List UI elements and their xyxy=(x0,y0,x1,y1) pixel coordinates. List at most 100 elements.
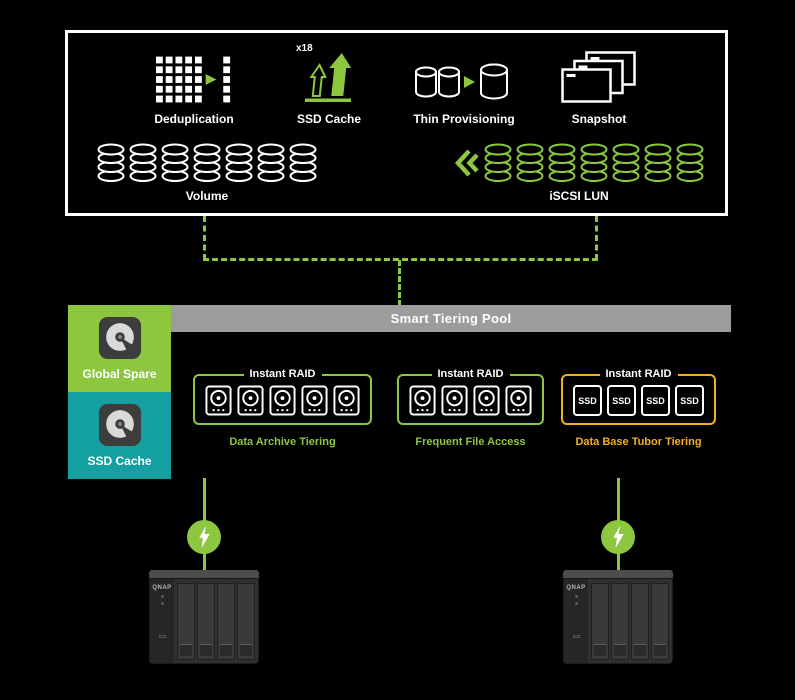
disk-stack-icon xyxy=(289,143,317,182)
status-led xyxy=(574,602,578,605)
hdd-drive-icon xyxy=(505,385,532,416)
usb-port xyxy=(158,635,166,638)
nas-top-face xyxy=(149,570,259,579)
iscsi-lun-group: iSCSI LUN xyxy=(453,143,705,203)
nas-device-right: QNAP xyxy=(563,570,673,664)
ssd-cache-label: SSD Cache xyxy=(296,112,362,126)
volume-label: Volume xyxy=(185,189,229,203)
hdd-drive-icon xyxy=(441,385,468,416)
drive-row xyxy=(409,385,532,416)
smart-tiering-pool: Global Spare SSD Cache Smart Tiering Poo… xyxy=(68,305,731,479)
ssd-drive-label: SSD xyxy=(680,395,699,406)
disk-stack-icon xyxy=(644,143,672,182)
hdd-platter-icon xyxy=(98,316,141,360)
disk-stack-icon xyxy=(580,143,608,182)
iscsi-lun-label: iSCSI LUN xyxy=(549,189,609,203)
disk-stack-icon xyxy=(161,143,189,182)
feature-snapshot: Snapshot xyxy=(534,41,664,126)
pool-title: Smart Tiering Pool xyxy=(171,305,731,332)
thin-provisioning-icon xyxy=(415,63,508,100)
hdd-drive-icon xyxy=(237,385,264,416)
storage-features-box: Deduplication x18 SSD Cache xyxy=(65,30,728,216)
pool-main: Smart Tiering Pool Instant RAID xyxy=(171,305,731,479)
disk-stack-icon xyxy=(676,143,704,182)
feature-thin-provisioning: Thin Provisioning xyxy=(399,41,529,126)
thunderbolt-icon xyxy=(187,520,221,554)
drive-bay xyxy=(217,583,235,660)
drive-bay xyxy=(651,583,669,660)
disk-stack-icon xyxy=(257,143,285,182)
drive-row xyxy=(205,385,360,416)
ssd-cache-tile-label: SSD Cache xyxy=(87,454,152,468)
dashed-connector-left xyxy=(203,216,206,260)
volume-disks xyxy=(96,143,318,183)
usb-port xyxy=(572,635,580,638)
deduplication-label: Deduplication xyxy=(154,112,234,126)
hdd-drive-icon xyxy=(409,385,436,416)
ssd-drive-icon: SSD xyxy=(607,385,636,416)
iscsi-lun-disks xyxy=(483,143,705,183)
iscsi-lun-row xyxy=(453,143,705,183)
dashed-connector-center xyxy=(398,260,401,306)
nas-brand-logo: QNAP xyxy=(566,585,586,591)
disk-stack-icon xyxy=(129,143,157,182)
status-led xyxy=(160,602,164,605)
raid-box: Instant RAID xyxy=(193,368,372,425)
feature-deduplication: Deduplication xyxy=(129,41,259,126)
disk-stack-icon xyxy=(225,143,253,182)
drive-bay xyxy=(237,583,255,660)
nas-drive-bays xyxy=(588,579,672,663)
nas-device-left: QNAP xyxy=(149,570,259,664)
drive-bay xyxy=(611,583,629,660)
double-chevron-arrow-icon xyxy=(454,149,479,177)
drive-bay xyxy=(177,583,195,660)
hdd-drive-icon xyxy=(473,385,500,416)
ssd-drive-icon: SSD xyxy=(641,385,670,416)
pool-body: Instant RAID xyxy=(171,332,731,479)
nas-control-column: QNAP xyxy=(150,579,174,663)
volume-group: Volume xyxy=(96,143,318,203)
hdd-drive-icon xyxy=(301,385,328,416)
ssd-cache-icon: x18 xyxy=(296,41,358,105)
disk-stack-icon xyxy=(548,143,576,182)
ssd-drive-label: SSD xyxy=(646,395,665,406)
disk-stack-icon xyxy=(193,143,221,182)
snapshot-icon xyxy=(561,41,637,105)
ssd-drive-icon: SSD xyxy=(573,385,602,416)
raid-box: Instant RAID xyxy=(397,368,544,425)
feature-ssd-cache: x18 SSD Cache xyxy=(264,41,394,126)
drive-bay xyxy=(591,583,609,660)
nas-front-panel: QNAP xyxy=(563,579,673,664)
ssd-cache-multiplier: x18 xyxy=(296,43,313,54)
ssd-cache-tile: SSD Cache xyxy=(68,392,171,479)
dashed-connector-right xyxy=(595,216,598,260)
disk-stack-icon xyxy=(612,143,640,182)
ssd-cache-arrows-icon xyxy=(305,53,352,102)
raid-group-label: Frequent File Access xyxy=(415,436,526,448)
disk-stack-icon xyxy=(516,143,544,182)
nas-front-panel: QNAP xyxy=(149,579,259,664)
drive-bay xyxy=(631,583,649,660)
lightning-bolt-icon xyxy=(612,525,624,549)
hdd-platter-icon xyxy=(98,403,141,447)
raid-group-frequent-access: Instant RAID xyxy=(397,368,544,448)
thin-provisioning-label: Thin Provisioning xyxy=(413,112,515,126)
snapshot-label: Snapshot xyxy=(571,112,627,126)
raid-group-label: Data Archive Tiering xyxy=(229,436,336,448)
hdd-drive-icon xyxy=(333,385,360,416)
ssd-drive-label: SSD xyxy=(612,395,631,406)
thin-provisioning-icon xyxy=(414,41,514,105)
nas-control-column: QNAP xyxy=(564,579,588,663)
ssd-drive-icon: SSD xyxy=(675,385,704,416)
hdd-drive-icon xyxy=(205,385,232,416)
features-row: Deduplication x18 SSD Cache xyxy=(68,41,725,126)
instant-raid-tag: Instant RAID xyxy=(599,368,678,380)
thunderbolt-icon xyxy=(601,520,635,554)
status-led xyxy=(574,595,578,598)
disk-stack-icon xyxy=(97,143,125,182)
drive-row: SSD SSD SSD SSD xyxy=(573,385,704,416)
instant-raid-tag: Instant RAID xyxy=(243,368,322,380)
ssd-drive-label: SSD xyxy=(578,395,597,406)
instant-raid-tag: Instant RAID xyxy=(431,368,510,380)
